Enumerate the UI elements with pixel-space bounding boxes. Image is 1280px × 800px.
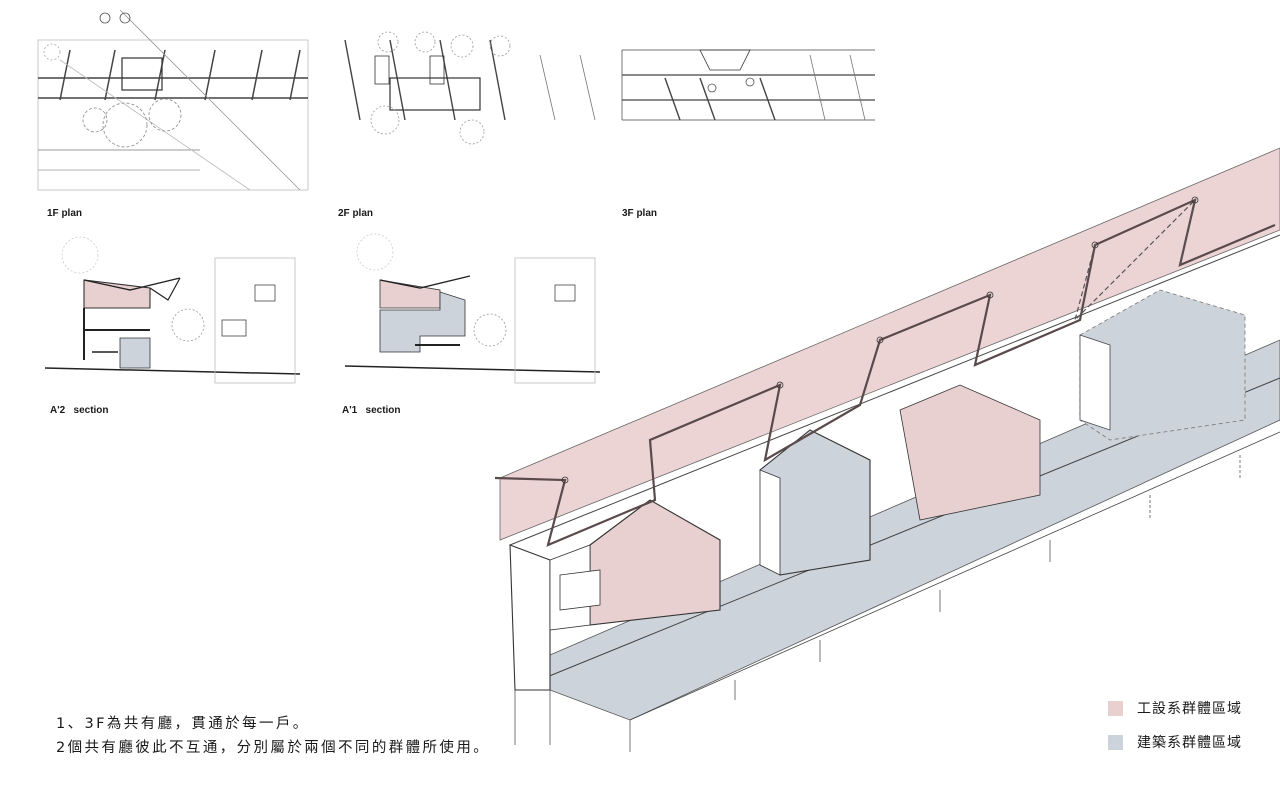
legend-item-industrial-design: 工設系群體區域: [1108, 698, 1242, 718]
legend-item-architecture: 建築系群體區域: [1108, 732, 1242, 752]
note-line-1: 1、3F為共有廳，貫通於每一戶。: [56, 716, 310, 732]
section-a1-label: A'1 section: [342, 405, 401, 416]
plan-3f-label: 3F plan: [622, 208, 658, 219]
section-a1-drawing: [344, 233, 601, 384]
plan-1f-drawing: [37, 9, 309, 191]
legend-swatch-blue: [1108, 734, 1123, 750]
plan-2f-drawing: [344, 31, 596, 145]
legend-swatch-pink: [1108, 700, 1123, 716]
plan-1f-label: 1F plan: [47, 208, 83, 219]
note-line-2: 2個共有廳彼此不互通，分別屬於兩個不同的群體所使用。: [56, 740, 491, 756]
legend-label: 工設系群體區域: [1137, 701, 1242, 717]
section-a2-label: A'2 section: [50, 405, 109, 416]
legend-label: 建築系群體區域: [1137, 735, 1242, 751]
plan-3f-drawing: [621, 49, 875, 121]
section-a2-drawing: [44, 236, 301, 384]
axonometric-drawing: [494, 147, 1280, 752]
plan-2f-label: 2F plan: [338, 208, 374, 219]
